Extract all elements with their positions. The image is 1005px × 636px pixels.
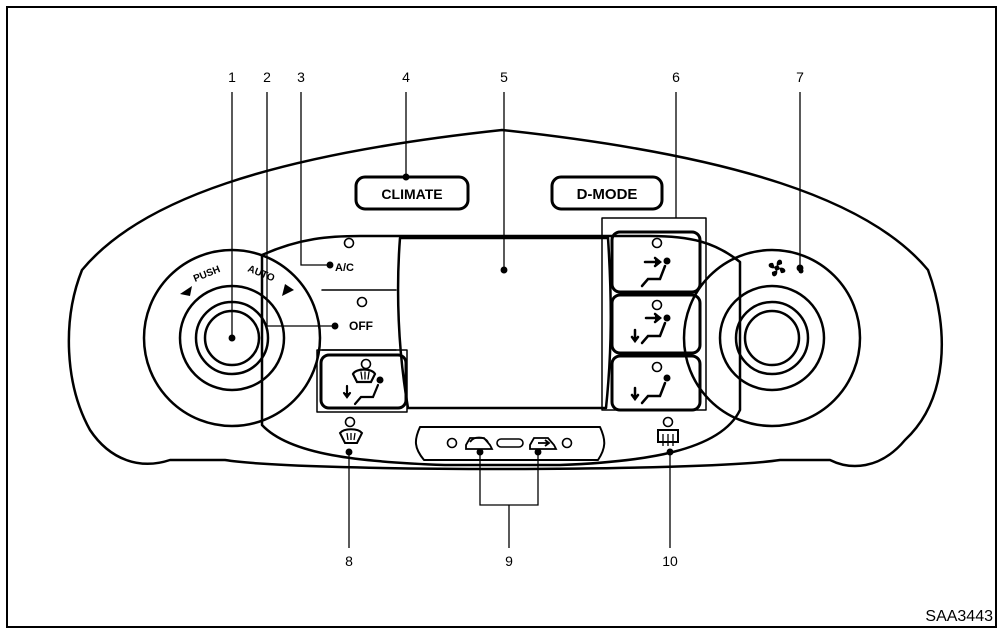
fresh-air-icon [529,437,558,450]
auto-arrow [282,284,294,296]
callout-9: 9 [505,553,513,569]
bilevel-indicator [651,299,663,311]
push-arrow [180,286,192,296]
intake-panel [414,426,606,461]
climate-label: CLIMATE [381,186,442,202]
right-dial-center [743,309,801,367]
callout-6: 6 [672,69,680,85]
callout-5: 5 [500,69,508,85]
right-dial-outer [682,248,862,428]
right-dial-ring [718,284,826,392]
vent-bilevel-button[interactable] [610,293,702,355]
callout-7: 7 [796,69,804,85]
recirculation-icon [465,436,494,450]
fresh-air-indicator [561,437,573,449]
display-screen [396,236,613,410]
recirculation-indicator [446,437,458,449]
d-mode-button[interactable] [550,175,664,211]
callout-3: 3 [297,69,305,85]
defrost-foot-icon [342,368,384,406]
foot-indicator [651,361,663,373]
vent-face-icon [640,256,671,288]
intake-slider[interactable] [496,438,524,448]
callout-1: 1 [228,69,236,85]
face-indicator [651,237,663,249]
climate-button[interactable] [354,175,470,211]
d-mode-label: D-MODE [577,186,638,203]
push-label: PUSH [192,264,222,285]
callout-2: 2 [263,69,271,85]
callout-8: 8 [345,553,353,569]
callout-box-2 [316,349,408,413]
front-defrost-indicator [344,416,356,428]
vent-bilevel-icon [630,312,671,345]
callout-box-6 [601,217,707,411]
figure-code: SAA3443 [925,608,993,625]
vent-face-button[interactable] [610,230,702,294]
off-label: OFF [349,319,373,333]
ac-label: A/C [335,262,354,274]
vent-foot-icon [630,374,671,405]
outer-bezel [67,128,943,471]
figure-frame [6,6,997,628]
front-defrost-icon [338,428,364,444]
defrost-foot-indicator [360,358,372,370]
rear-defrost-icon [657,429,679,446]
right-dial-knob[interactable] [734,300,810,376]
ac-indicator [343,237,355,249]
callout-4: 4 [402,69,410,85]
rear-defrost-indicator [662,416,674,428]
inner-panel [260,234,742,467]
off-indicator [356,296,368,308]
fan-icon [768,259,786,277]
callout-10: 10 [662,553,678,569]
defrost-foot-button[interactable] [319,353,408,410]
